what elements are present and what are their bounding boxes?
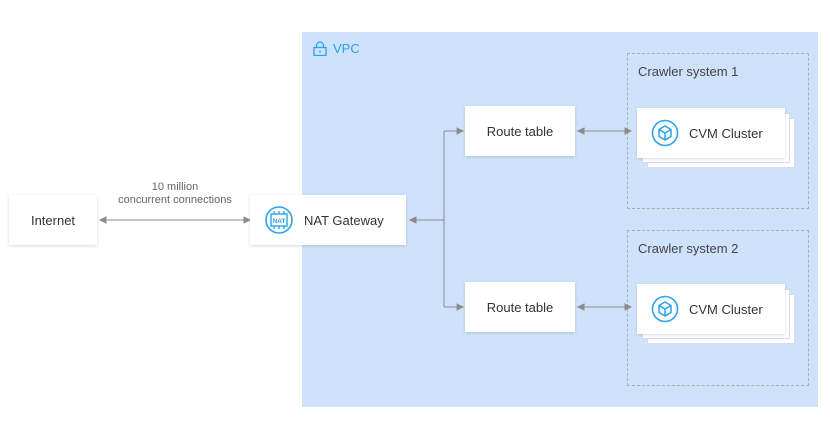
arrowhead-right [624,303,633,311]
cvm-cluster-1[interactable]: CVM Cluster [637,108,785,158]
arrowhead-left [98,216,107,224]
cvm-icon [651,295,679,323]
route-table-2-label: Route table [486,299,554,315]
route-table-1[interactable]: Route table [465,106,575,156]
internet-label: Internet [30,212,76,228]
route-table-1-label: Route table [486,123,554,139]
arrowhead-right [456,303,465,311]
svg-text:NAT: NAT [273,218,286,225]
arrowhead-left [576,127,585,135]
arrowhead-right [243,216,252,224]
connection-label: 10 million concurrent connections [100,181,250,207]
nat-gateway-label: NAT Gateway [304,212,384,228]
crawler-system-2-label: Crawler system 2 [638,241,739,256]
route-table-2[interactable]: Route table [465,282,575,332]
arrowhead-left [576,303,585,311]
cvm-cluster-1-label: CVM Cluster [689,125,763,141]
arrowhead-left [408,216,417,224]
nat-gateway-icon: NAT [265,206,293,234]
arrowhead-right [456,127,465,135]
crawler-system-1-label: Crawler system 1 [638,64,739,79]
connection-label-line-2: concurrent connections [118,194,232,206]
cvm-icon [651,119,679,147]
internet-node[interactable]: Internet [9,195,97,245]
cvm-cluster-2-label: CVM Cluster [689,301,763,317]
cvm-cluster-2[interactable]: CVM Cluster [637,284,785,334]
connection-label-line-1: 10 million [151,181,199,193]
vpc-label-text: VPC [333,41,360,56]
nat-gateway-node[interactable]: NAT NAT Gateway [250,195,406,245]
lock-icon [313,41,327,56]
arrowhead-right [624,127,633,135]
vpc-label: VPC [313,41,360,56]
